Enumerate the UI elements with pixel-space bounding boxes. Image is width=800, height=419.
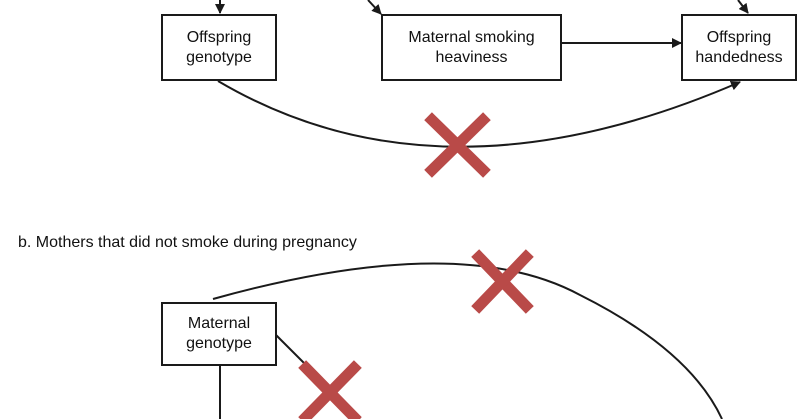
node-label: Offspring handedness [695, 28, 783, 66]
incoming-arrow-maternal-smoking [367, 0, 382, 15]
blocked-cross-icon [471, 249, 534, 314]
blocked-cross-icon [298, 360, 362, 419]
edge-genotype-to-handedness [217, 80, 741, 148]
edge-maternal-genotype-arc [212, 262, 723, 419]
node-label: Offspring genotype [186, 28, 252, 66]
node-offspring-genotype: Offspring genotype [161, 14, 277, 81]
incoming-arrow-offspring-handedness [737, 0, 749, 14]
node-maternal-smoking-heaviness: Maternal smoking heaviness [381, 14, 562, 81]
node-maternal-genotype: Maternal genotype [161, 302, 277, 366]
node-offspring-handedness: Offspring handedness [681, 14, 797, 81]
node-label: Maternal genotype [186, 315, 252, 352]
node-label: Maternal smoking heaviness [408, 28, 535, 66]
panel-b-title: b. Mothers that did not smoke during pre… [18, 234, 357, 251]
blocked-cross-icon [424, 112, 491, 178]
